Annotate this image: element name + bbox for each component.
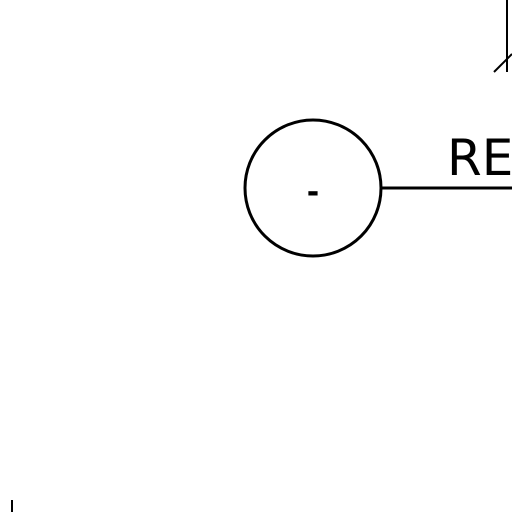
leader-text: REI xyxy=(447,129,512,187)
callout-bubble-label: - xyxy=(307,175,319,210)
corner-tick-mark xyxy=(493,0,512,73)
